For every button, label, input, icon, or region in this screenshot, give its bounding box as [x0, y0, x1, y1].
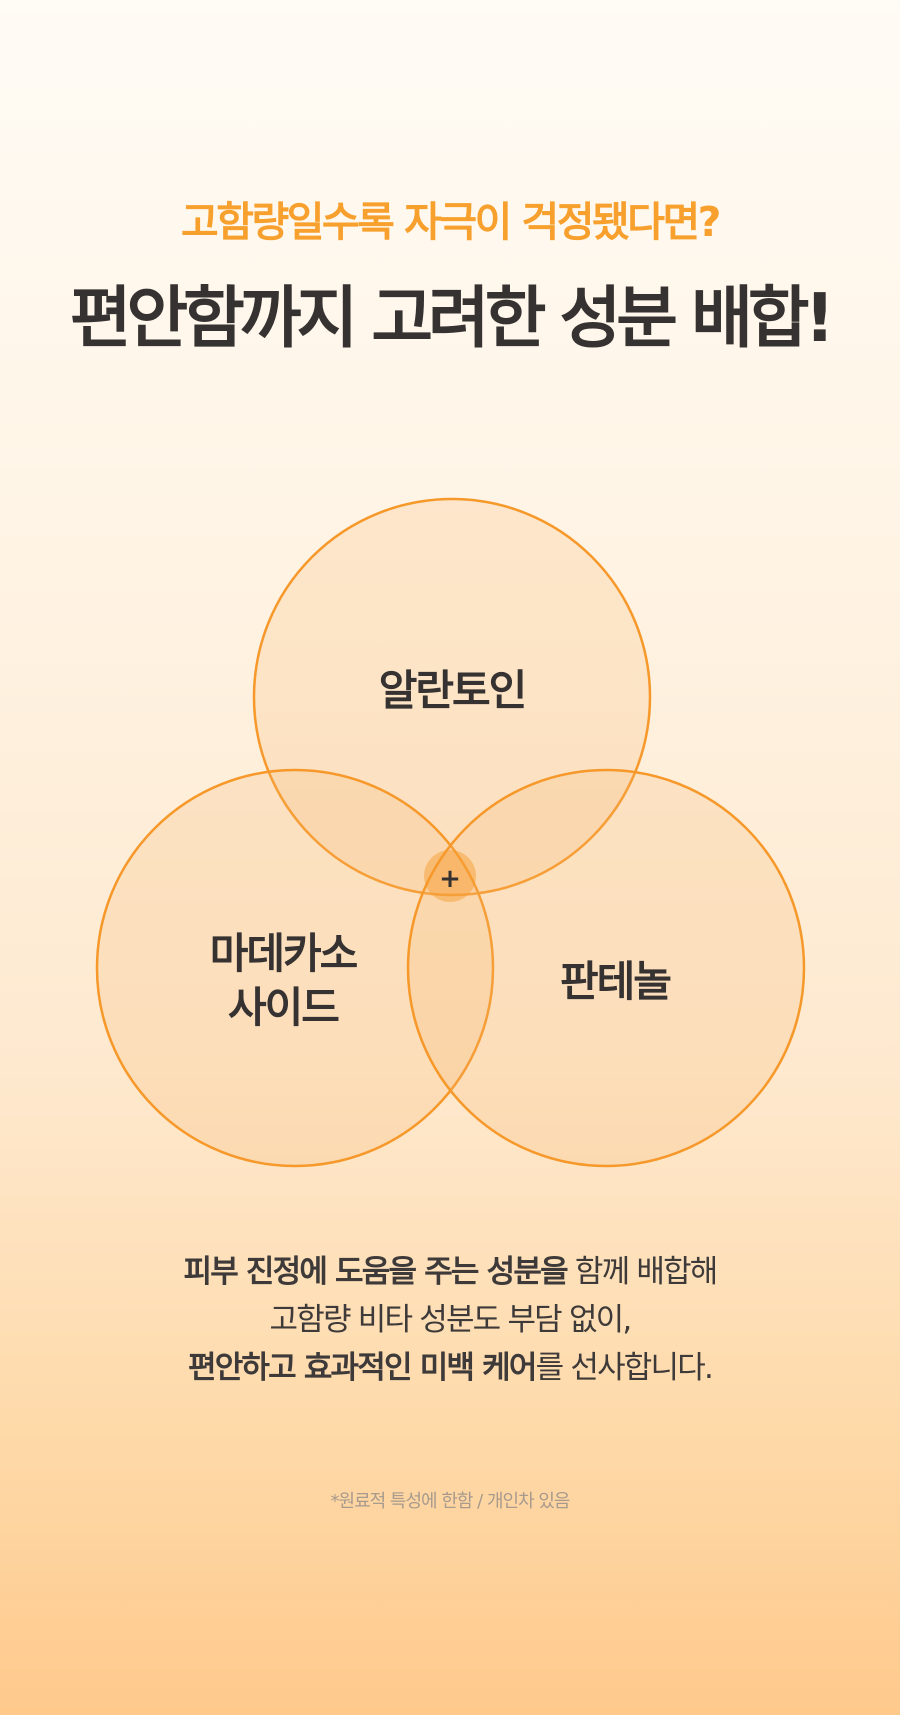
page-title: 편안함까지 고려한 성분 배합!: [69, 279, 835, 357]
venn-plus-icon: +: [439, 864, 461, 894]
venn-label-top: 알란토인: [379, 666, 526, 715]
description-line-3: 편안하고 효과적인 미백 케어를 선사합니다.: [0, 1344, 900, 1392]
description-line-1: 피부 진정에 도움을 주는 성분을 함께 배합해: [0, 1248, 900, 1296]
venn-label-left-line1: 마데카소: [210, 929, 358, 978]
venn-label-left-line2: 사이드: [228, 983, 339, 1032]
venn-center-highlight: [424, 850, 476, 902]
description: 피부 진정에 도움을 주는 성분을 함께 배합해 고함량 비타 성분도 부담 없…: [0, 1248, 900, 1392]
footnote: *원료적 특성에 한함 / 개인차 있음: [330, 1491, 571, 1512]
description-line-1-bold: 피부 진정에 도움을 주는 성분을: [183, 1254, 568, 1290]
subtitle: 고함량일수록 자극이 걱정됐다면?: [181, 198, 721, 246]
venn-label-right: 판테놀: [560, 957, 671, 1006]
venn-circle-top: [252, 497, 652, 897]
venn-circle-right: [406, 768, 806, 1168]
venn-circle-left: [95, 768, 495, 1168]
description-line-2: 고함량 비타 성분도 부담 없이,: [269, 1302, 633, 1338]
description-line-3-regular: 를 선사합니다.: [535, 1350, 714, 1386]
description-line-1-regular: 함께 배합해: [566, 1254, 718, 1290]
description-line-3-bold: 편안하고 효과적인 미백 케어: [187, 1350, 537, 1386]
